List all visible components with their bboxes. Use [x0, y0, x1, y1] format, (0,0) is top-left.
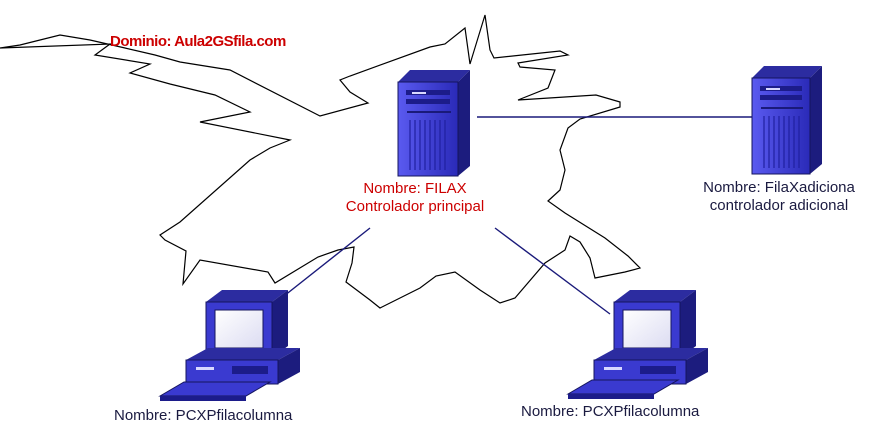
pc-right-label: Nombre: PCXPfilacolumna — [521, 403, 700, 420]
pc-left-desktop-icon — [158, 290, 300, 401]
main-controller-name: Nombre: FILAX — [363, 180, 467, 197]
additional-controller-role: controlador adicional — [709, 197, 849, 214]
link-main-to-pc-right — [494, 227, 611, 315]
domain-label: Dominio: Aula2GSfila.com — [110, 33, 286, 50]
link-main-to-pc-left — [283, 227, 371, 297]
additional-controller-server-icon — [751, 66, 822, 175]
main-controller-label: Nombre: FILAX Controlador principal — [325, 180, 505, 216]
main-controller-role: Controlador principal — [345, 198, 485, 215]
pc-right-desktop-icon — [566, 290, 708, 399]
domain-boundary — [0, 14, 642, 309]
additional-controller-label: Nombre: FilaXadiciona controlador adicio… — [676, 179, 882, 215]
additional-controller-name: Nombre: FilaXadiciona — [703, 179, 855, 196]
pc-left-label: Nombre: PCXPfilacolumna — [114, 407, 293, 424]
main-controller-server-icon — [397, 70, 470, 177]
